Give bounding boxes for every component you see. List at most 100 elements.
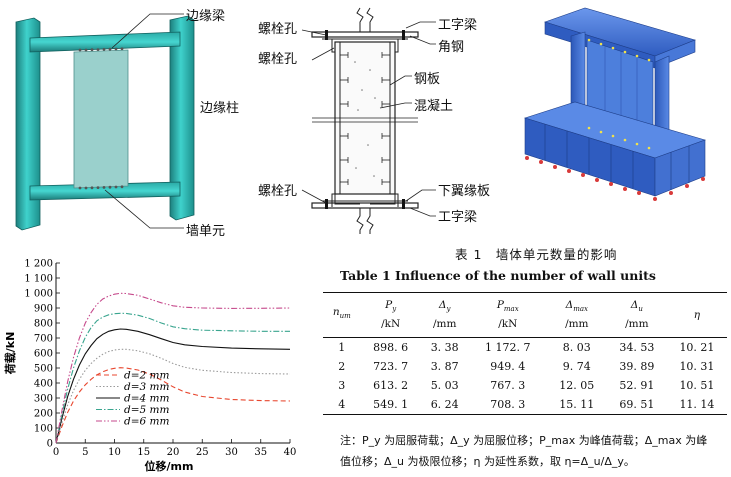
label-lower-flange: 下翼缘板 [438, 184, 491, 199]
y-tick-label: 1 200 [24, 259, 53, 270]
table-note-line-2: 值位移；Δ_u 为极限位移；η 为延性系数，取 η=Δ_u/Δ_y。 [340, 455, 635, 468]
y-axis-label: 荷载/kN [3, 332, 17, 376]
table-header-0: num [323, 292, 361, 338]
table-cell: 613. 2 [373, 379, 409, 392]
label-steel-plate: 钢板 [414, 72, 441, 87]
label-bolt-hole-bottom: 螺栓孔 [258, 184, 298, 199]
table-cell: 52. 91 [619, 379, 655, 392]
y-tick-label: 100 [34, 424, 53, 435]
legend-label-4: d=6 mm [124, 416, 169, 428]
fe-model-figure [505, 0, 731, 230]
table-note: 注：P_y 为屈服荷载；Δ_y 为屈服位移；P_max 为峰值荷载；Δ_max … [340, 430, 728, 472]
label-edge-beam: 边缘梁 [186, 9, 226, 24]
series-line-4 [55, 292, 291, 444]
table-cell: 12. 05 [559, 379, 595, 392]
series-line-1 [55, 348, 291, 444]
legend-label-1: d=3 mm [124, 381, 169, 393]
legend-label-2: d=4 mm [124, 393, 169, 405]
table-cell: 898. 6 [373, 341, 409, 354]
y-tick-label: 700 [34, 334, 53, 345]
table-cell: 1 172. 7 [485, 341, 531, 354]
fe-model-drawing [523, 7, 706, 201]
table-cell: 767. 3 [490, 379, 526, 392]
label-edge-column: 边缘柱 [200, 101, 240, 116]
left-column [15, 17, 41, 231]
x-tick-label: 30 [225, 447, 238, 458]
y-tick-label: 0 [47, 439, 53, 450]
table-cell: 6. 24 [420, 395, 469, 415]
chart-legend: d=2 mmd=3 mmd=4 mmd=5 mmd=6 mm [96, 370, 169, 428]
table-cell: 3. 87 [430, 360, 459, 373]
table-cell: 2 [338, 360, 346, 373]
table-cell: 1 [338, 341, 346, 354]
y-tick-label: 600 [34, 349, 53, 360]
table-cell: 69. 51 [606, 395, 667, 415]
table-cell: 9. 74 [562, 360, 591, 373]
label-wall-unit: 墙单元 [186, 224, 226, 239]
x-tick-label: 40 [284, 447, 297, 458]
y-tick-label: 1 000 [24, 289, 53, 300]
table-header-2: Δy/mm [420, 292, 469, 338]
table-header-5: Δu/mm [606, 292, 667, 338]
table-header-3: Pmax/kN [468, 292, 547, 338]
label-i-beam-bottom: 工字梁 [438, 210, 478, 225]
x-tick-label: 35 [254, 447, 267, 458]
label-concrete: 混凝土 [414, 99, 454, 114]
x-tick-label: 25 [196, 447, 209, 458]
legend-label-0: d=2 mm [124, 370, 169, 382]
y-tick-label: 900 [34, 304, 53, 315]
table-cell: 708. 3 [468, 395, 547, 415]
table-cell: 3. 38 [430, 341, 459, 354]
x-axis-label: 位移/mm [145, 459, 194, 473]
y-tick-label: 500 [34, 364, 53, 375]
table-cell: 39. 89 [619, 360, 655, 373]
table-note-line-1: 注：P_y 为屈服荷载；Δ_y 为屈服位移；P_max 为峰值荷载；Δ_max … [340, 434, 708, 447]
table-header-1: Py/kN [360, 292, 421, 338]
right-column [169, 15, 195, 221]
label-bolt-hole-top: 螺栓孔 [258, 22, 298, 37]
table-cell: 15. 11 [546, 395, 607, 415]
table-cell: 8. 03 [562, 341, 591, 354]
x-tick-label: 0 [53, 447, 59, 458]
table-cell: 3 [338, 379, 346, 392]
y-tick-label: 800 [34, 319, 53, 330]
chart-series [55, 292, 291, 444]
x-tick-label: 20 [167, 447, 180, 458]
table-cell: 5. 03 [430, 379, 459, 392]
y-tick-label: 1 100 [24, 274, 53, 285]
series-line-3 [55, 312, 290, 444]
series-line-0 [55, 367, 291, 444]
table-cell: 723. 7 [373, 360, 409, 373]
frame-figure: 边缘梁 边缘柱 墙单元 [0, 0, 240, 240]
table-cell: 10. 21 [679, 341, 715, 354]
x-tick-label: 10 [108, 447, 121, 458]
section-figure: 螺栓孔 螺栓孔 工字梁 角钢 钢板 混凝土 螺栓孔 下翼缘板 工字梁 [240, 0, 490, 240]
x-tick-label: 15 [137, 447, 150, 458]
frame-drawing [15, 13, 195, 231]
section-drawing [301, 7, 436, 234]
table-cell: 10. 31 [679, 360, 715, 373]
series-line-2 [55, 328, 291, 444]
bottom-beam [29, 181, 181, 201]
table-cell: 549. 1 [360, 395, 421, 415]
legend-label-3: d=5 mm [124, 404, 169, 416]
y-tick-label: 200 [34, 409, 53, 420]
wall-panel [73, 49, 129, 189]
top-beam [29, 31, 181, 53]
x-tick-label: 5 [82, 447, 88, 458]
table-header-6: η [666, 292, 727, 338]
table-cell: 4 [323, 395, 361, 415]
label-i-beam-top: 工字梁 [438, 18, 478, 33]
label-angle-steel: 角钢 [438, 40, 465, 55]
table-header-4: Δmax/mm [546, 292, 607, 338]
table-title-en: Table 1 Influence of the number of wall … [340, 268, 656, 283]
